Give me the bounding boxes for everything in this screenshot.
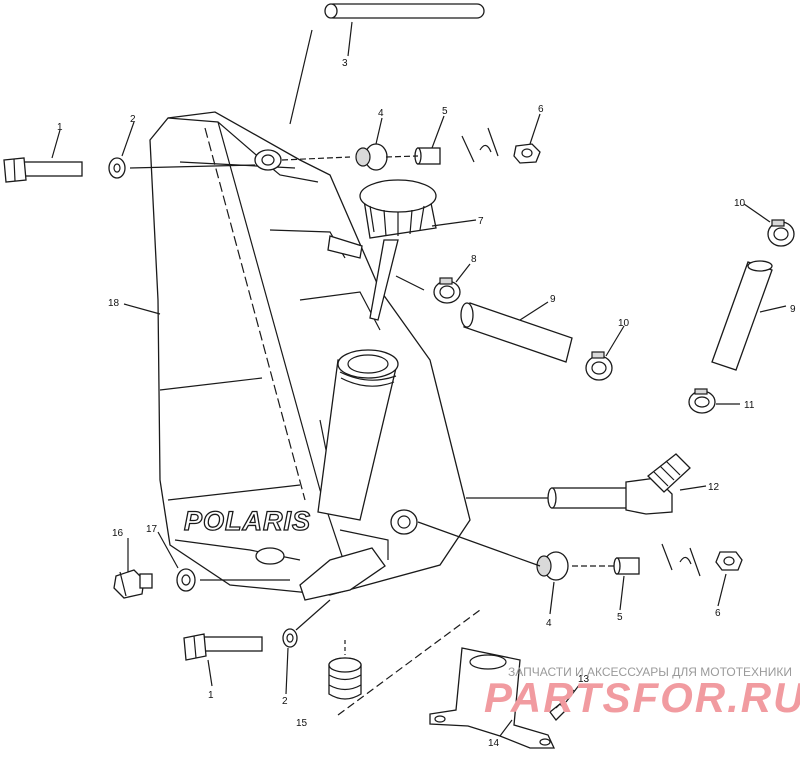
washer-top (108, 157, 126, 179)
hose-clamp-10-mid (585, 351, 613, 381)
bolt-top (3, 157, 83, 183)
hose-9-right (711, 260, 773, 371)
callout-numbers: 1 2 3 4 5 6 7 8 9 9 10 10 11 12 13 14 15… (57, 58, 796, 749)
callout-12: 12 (708, 482, 720, 493)
sleeve-top (414, 147, 441, 165)
callout-5-bottom: 5 (617, 612, 623, 623)
callout-10-mid: 10 (618, 318, 630, 329)
nut-top (513, 143, 541, 164)
callout-8: 8 (471, 254, 477, 265)
callout-14: 14 (488, 738, 500, 749)
vent-hose (324, 3, 485, 19)
callout-17: 17 (146, 524, 158, 535)
callout-2-top: 2 (130, 114, 136, 125)
callout-15: 15 (296, 718, 308, 729)
hose-9-mid (460, 302, 573, 363)
callout-6-bottom: 6 (715, 608, 721, 619)
callout-4-bottom: 4 (546, 618, 552, 629)
callout-leaders (51, 21, 787, 737)
outlet-fitting (547, 453, 691, 515)
sleeve-bottom (613, 557, 640, 575)
oil-tank-body (149, 111, 471, 601)
callout-11: 11 (744, 400, 755, 411)
filler-cap (359, 179, 437, 321)
callout-18: 18 (108, 298, 120, 309)
callout-4-top: 4 (378, 108, 384, 119)
callout-9-mid: 9 (550, 294, 556, 305)
nut-bottom (715, 551, 743, 571)
callout-3: 3 (342, 58, 348, 69)
callout-9-right: 9 (790, 304, 796, 315)
callout-13: 13 (578, 674, 590, 685)
watermark-logo: PARTSFOR.RU (484, 674, 800, 721)
callout-2-bottom: 2 (282, 696, 288, 707)
hose-clamp-10-right (767, 219, 795, 247)
callout-1-top: 1 (57, 122, 63, 133)
callout-7: 7 (478, 216, 484, 227)
callout-5-top: 5 (442, 106, 448, 117)
hose-clamp-8 (433, 277, 461, 304)
bolt-bottom (183, 633, 263, 661)
watermark: ЗАПЧАСТИ И АКСЕССУАРЫ ДЛЯ МОТОТЕХНИКИ PA… (484, 665, 800, 721)
grommet-top (355, 143, 388, 171)
brand-logo-text: POLARIS (184, 506, 311, 536)
grommet-bottom (536, 551, 569, 581)
callout-10-top: 10 (734, 198, 746, 209)
rubber-mount (328, 657, 362, 700)
leader-lines (129, 29, 616, 716)
callout-16: 16 (112, 528, 124, 539)
drain-plug-bolt (113, 569, 153, 599)
washer-bottom (282, 628, 298, 648)
hose-clamp-11 (688, 388, 716, 414)
callout-1-bottom: 1 (208, 690, 214, 701)
bracket-screw (549, 689, 575, 721)
tank-bracket (429, 647, 556, 749)
drain-washer (176, 568, 196, 592)
watermark-caption: ЗАПЧАСТИ И АКСЕССУАРЫ ДЛЯ МОТОТЕХНИКИ (508, 665, 792, 679)
callout-6-top: 6 (538, 104, 544, 115)
